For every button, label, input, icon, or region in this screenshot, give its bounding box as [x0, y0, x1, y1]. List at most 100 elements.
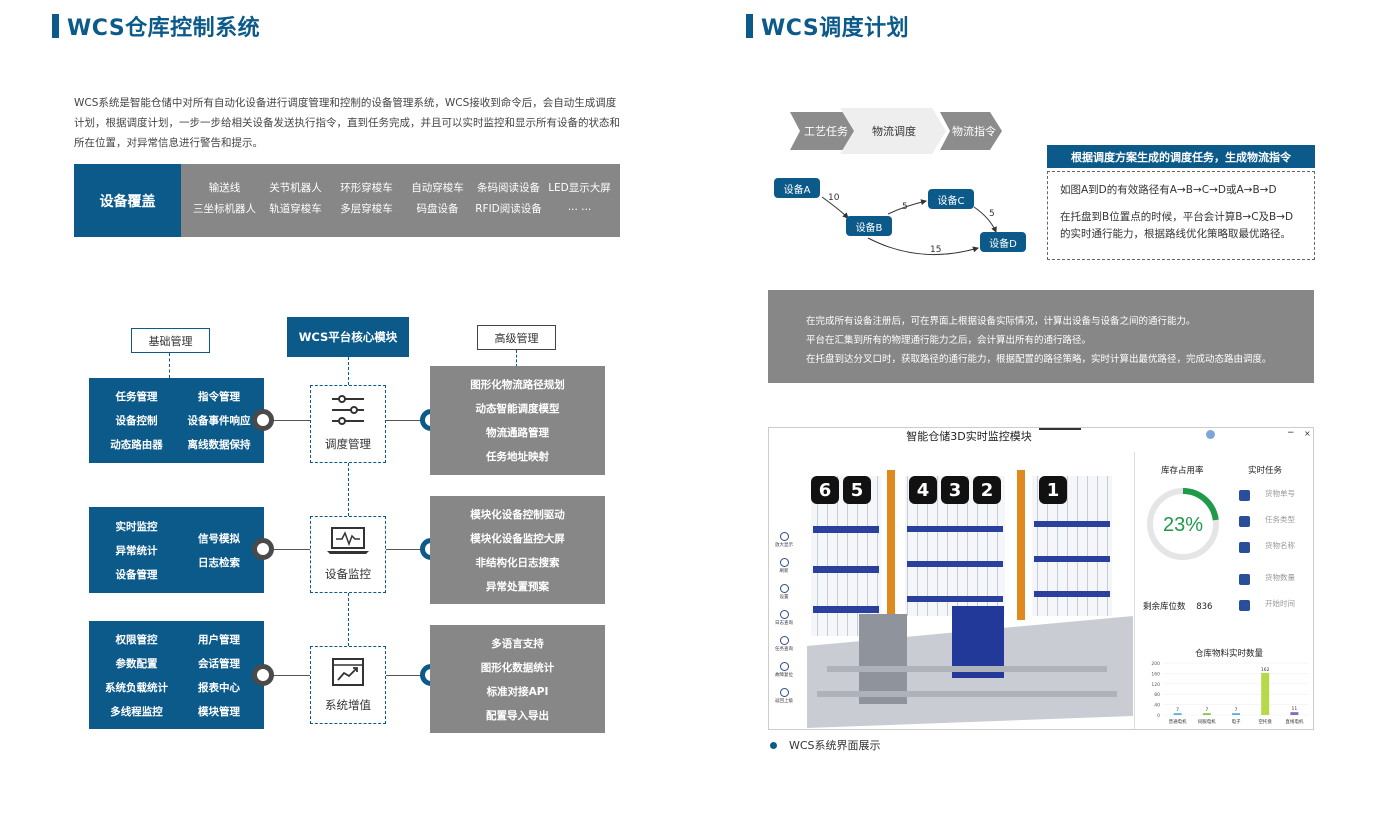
- advanced-item: 模块化设备监控大屏: [470, 532, 565, 545]
- tool-icon: [779, 662, 789, 671]
- stats-panel: 库存占用率 23% 剩余库位数 836 实时任务 货物单号任务类型货物名称货物数…: [1134, 452, 1313, 729]
- occupancy-gauge: 23%: [1147, 488, 1219, 560]
- side-tool-button[interactable]: 设置: [779, 584, 789, 600]
- basic-col-1: 实时监控 异常统计 设备管理: [99, 507, 174, 593]
- edge-weight-bc: 5: [902, 202, 908, 212]
- core-module-label: WCS平台核心模块: [287, 317, 409, 357]
- side-tool-button[interactable]: 刷新: [779, 558, 789, 574]
- node-device-d: 设备D: [980, 232, 1026, 252]
- figure-caption: WCS系统界面展示: [770, 737, 881, 753]
- basic-item: 报表中心: [198, 681, 240, 694]
- process-chevrons: [790, 108, 1002, 154]
- x-tick-label: 伺服电机: [1198, 718, 1216, 725]
- task-field: 开始时间: [1265, 599, 1295, 608]
- coverage-label: 设备覆盖: [74, 164, 181, 237]
- intro-paragraph: WCS系统是智能仓储中对所有自动化设备进行调度管理和控制的设备管理系统，WCS接…: [74, 97, 620, 149]
- basic-item: 设备事件响应: [187, 415, 251, 427]
- sliders-icon: [332, 395, 364, 425]
- caption-text: WCS系统界面展示: [789, 739, 881, 752]
- task-field-icon: [1239, 600, 1250, 611]
- shelf-badge: 5: [843, 476, 871, 504]
- advanced-box-2: 模块化设备控制驱动 模块化设备监控大屏 非结构化日志搜索 异常处置预案: [430, 496, 605, 604]
- side-tool-button[interactable]: 日志查询: [775, 610, 793, 626]
- note-line: 平台在汇集到所有的物理通行能力之后，会计算出所有的通行路径。: [806, 335, 1092, 346]
- center-connector-2: [348, 593, 349, 646]
- tip-content: 如图A到D的有效路径有A→B→C→D或A→B→D 在托盘到B位置点的时候，平台会…: [1047, 171, 1315, 260]
- coverage-item: 环形穿梭车: [340, 182, 393, 194]
- y-tick-label: 120: [1151, 682, 1160, 688]
- bar-chart-title: 仓库物料实时数量: [1195, 649, 1264, 659]
- basic-item: 异常统计: [115, 544, 158, 557]
- node-dot: [252, 409, 274, 431]
- bar: [1232, 713, 1240, 715]
- advanced-box-1: 图形化物流路径规划 动态智能调度模型 物流通路管理 任务地址映射: [430, 366, 605, 475]
- caption-dot: [770, 741, 777, 749]
- shelf-badge: 4: [909, 476, 937, 504]
- center-box-monitor: 设备监控: [310, 516, 386, 593]
- side-tool-button[interactable]: 放大显示: [775, 532, 793, 548]
- basic-box-3: 权限管控 参数配置 系统负载统计 多线程监控 用户管理 会话管理 报表中心 模块…: [89, 621, 264, 729]
- tip-line: 如图A到D的有效路径有A→B→C→D或A→B→D: [1060, 184, 1277, 196]
- shelf-badge: 6: [811, 476, 839, 504]
- side-tool-button[interactable]: 故障复位: [775, 662, 793, 678]
- basic-item: 设备控制: [115, 415, 158, 427]
- basic-col-1: 权限管控 参数配置 系统负载统计 多线程监控: [99, 621, 174, 729]
- basic-connector: [169, 353, 170, 378]
- left-section-title: WCS仓库控制系统: [52, 10, 260, 42]
- basic-col-1: 任务管理 设备控制 动态路由器: [99, 378, 174, 463]
- coverage-item: 输送线: [208, 182, 241, 194]
- edge-weight-cd: 5: [989, 209, 995, 219]
- tool-label: 返回上级: [775, 699, 793, 704]
- tool-label: 故障复位: [775, 673, 793, 678]
- remaining-slots: 剩余库位数 836: [1143, 600, 1212, 612]
- basic-item: 会话管理: [198, 657, 240, 670]
- basic-item: 权限管控: [115, 633, 158, 646]
- node-device-b: 设备B: [846, 216, 892, 236]
- side-toolbar: 放大显示刷新设置日志查询任务查询故障复位返回上级: [771, 532, 797, 704]
- tool-label: 刷新: [779, 569, 789, 574]
- side-tool-button[interactable]: 任务查询: [775, 636, 793, 652]
- task-field-icon: [1239, 542, 1250, 553]
- minimize-button[interactable]: −: [1287, 428, 1295, 438]
- chart-window-icon: [332, 658, 364, 686]
- close-button[interactable]: ×: [1304, 429, 1311, 438]
- basic-item: 实时监控: [115, 520, 158, 533]
- node-dot: [252, 538, 274, 560]
- coverage-item: 自动穿梭车: [411, 182, 464, 194]
- advanced-item: 任务地址映射: [486, 451, 549, 463]
- shelf-badge: 2: [973, 476, 1001, 504]
- advanced-item: 标准对接API: [486, 685, 549, 698]
- center-label: 系统增值: [325, 698, 371, 712]
- task-field-icon: [1239, 516, 1250, 527]
- basic-col-2: 用户管理 会话管理 报表中心 模块管理: [179, 621, 259, 729]
- basic-item: 离线数据保持: [187, 439, 251, 451]
- edge-weight-ab: 10: [828, 193, 840, 203]
- basic-item: 模块管理: [198, 705, 240, 718]
- y-tick-label: 160: [1151, 671, 1160, 677]
- right-section-title: WCS调度计划: [746, 10, 909, 42]
- chevron-logistics-command: 物流指令: [952, 125, 996, 138]
- bar: [1261, 672, 1270, 715]
- node-device-a: 设备A: [774, 178, 820, 198]
- task-field: 货物名称: [1265, 541, 1295, 550]
- occupancy-label: 库存占用率: [1161, 466, 1204, 476]
- tool-icon: [779, 584, 789, 593]
- advanced-connector: [516, 350, 517, 367]
- bar: [1173, 713, 1182, 715]
- tool-icon: [779, 558, 789, 567]
- side-tool-button[interactable]: 返回上级: [775, 688, 793, 704]
- coverage-item: 关节机器人: [269, 182, 322, 194]
- right-title-text: WCS调度计划: [761, 16, 910, 41]
- window-title: 智能仓储3D实时监控模块: [906, 430, 1032, 443]
- y-tick-label: 40: [1154, 703, 1160, 709]
- note-line: 在托盘到达分叉口时，获取路径的通行能力，根据配置的路径策略，实时计算出最优路径，…: [806, 354, 1272, 365]
- settings-icon[interactable]: [1206, 430, 1215, 439]
- tool-label: 设置: [779, 595, 789, 600]
- task-field: 货物单号: [1265, 489, 1295, 498]
- bar-value-label: 7: [1205, 707, 1208, 713]
- note-box: 在完成所有设备注册后，可在界面上根据设备实际情况，计算出设备与设备之间的通行能力…: [768, 290, 1314, 383]
- tool-label: 放大显示: [775, 543, 793, 548]
